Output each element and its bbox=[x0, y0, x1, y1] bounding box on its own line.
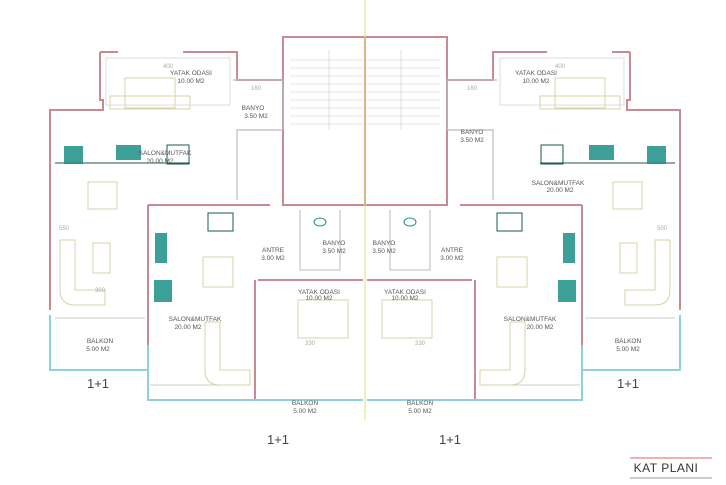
room-label: 3.50 M2 bbox=[372, 248, 396, 255]
room-label: 10.00 M2 bbox=[522, 78, 549, 85]
room-label: BANYO bbox=[461, 129, 484, 136]
room-label: 5.00 M2 bbox=[86, 346, 110, 353]
room-label: 20.00 M2 bbox=[146, 158, 173, 165]
room-label: YATAK ODASI bbox=[515, 70, 557, 77]
room-label: 3.00 M2 bbox=[440, 255, 464, 262]
room-label: ANTRE bbox=[262, 247, 285, 254]
room-label: SALON&MUTFAK bbox=[139, 150, 192, 157]
room-label: BANYO bbox=[373, 240, 396, 247]
room-label: BALKON bbox=[615, 338, 642, 345]
room-label: SALON&MUTFAK bbox=[504, 316, 557, 323]
unit-type-label: 1+1 bbox=[617, 376, 639, 391]
room-label: 3.50 M2 bbox=[244, 113, 268, 120]
room-label: YATAK ODASI bbox=[170, 70, 212, 77]
dim: 160 bbox=[467, 86, 478, 92]
room-label: 10.00 M2 bbox=[305, 295, 332, 302]
room-label: SALON&MUTFAK bbox=[532, 180, 585, 187]
unit-type-label: 1+1 bbox=[267, 432, 289, 447]
room-label: YATAK ODASI bbox=[298, 289, 340, 296]
room-label: 20.00 M2 bbox=[174, 324, 201, 331]
room-label: 10.00 M2 bbox=[177, 78, 204, 85]
room-label: 20.00 M2 bbox=[526, 324, 553, 331]
room-label: 3.50 M2 bbox=[322, 248, 346, 255]
room-label: 10.00 M2 bbox=[391, 295, 418, 302]
dim: 300 bbox=[95, 288, 106, 294]
room-label: BANYO bbox=[323, 240, 346, 247]
room-label: BALKON bbox=[87, 338, 114, 345]
room-label: 5.00 M2 bbox=[408, 408, 432, 415]
dim: 400 bbox=[163, 64, 174, 70]
room-label: 5.00 M2 bbox=[616, 346, 640, 353]
unit-type-label: 1+1 bbox=[439, 432, 461, 447]
room-label: YATAK ODASI bbox=[384, 289, 426, 296]
dim: 400 bbox=[555, 64, 566, 70]
room-label: 3.50 M2 bbox=[460, 137, 484, 144]
dim: 330 bbox=[415, 341, 426, 347]
room-label: 20.00 M2 bbox=[546, 187, 573, 194]
dim: 330 bbox=[305, 341, 316, 347]
room-label: BANYO bbox=[242, 105, 265, 112]
room-label: SALON&MUTFAK bbox=[169, 316, 222, 323]
room-label: 5.00 M2 bbox=[293, 408, 317, 415]
room-label: BALKON bbox=[407, 400, 434, 407]
dim: 160 bbox=[251, 86, 262, 92]
dim: 550 bbox=[59, 226, 70, 232]
room-label: 3.00 M2 bbox=[261, 255, 285, 262]
room-label: BALKON bbox=[292, 400, 319, 407]
unit-type-label: 1+1 bbox=[87, 376, 109, 391]
room-label: ANTRE bbox=[441, 247, 464, 254]
dim: 500 bbox=[657, 226, 668, 232]
plan-title: KAT PLANI bbox=[634, 461, 699, 475]
